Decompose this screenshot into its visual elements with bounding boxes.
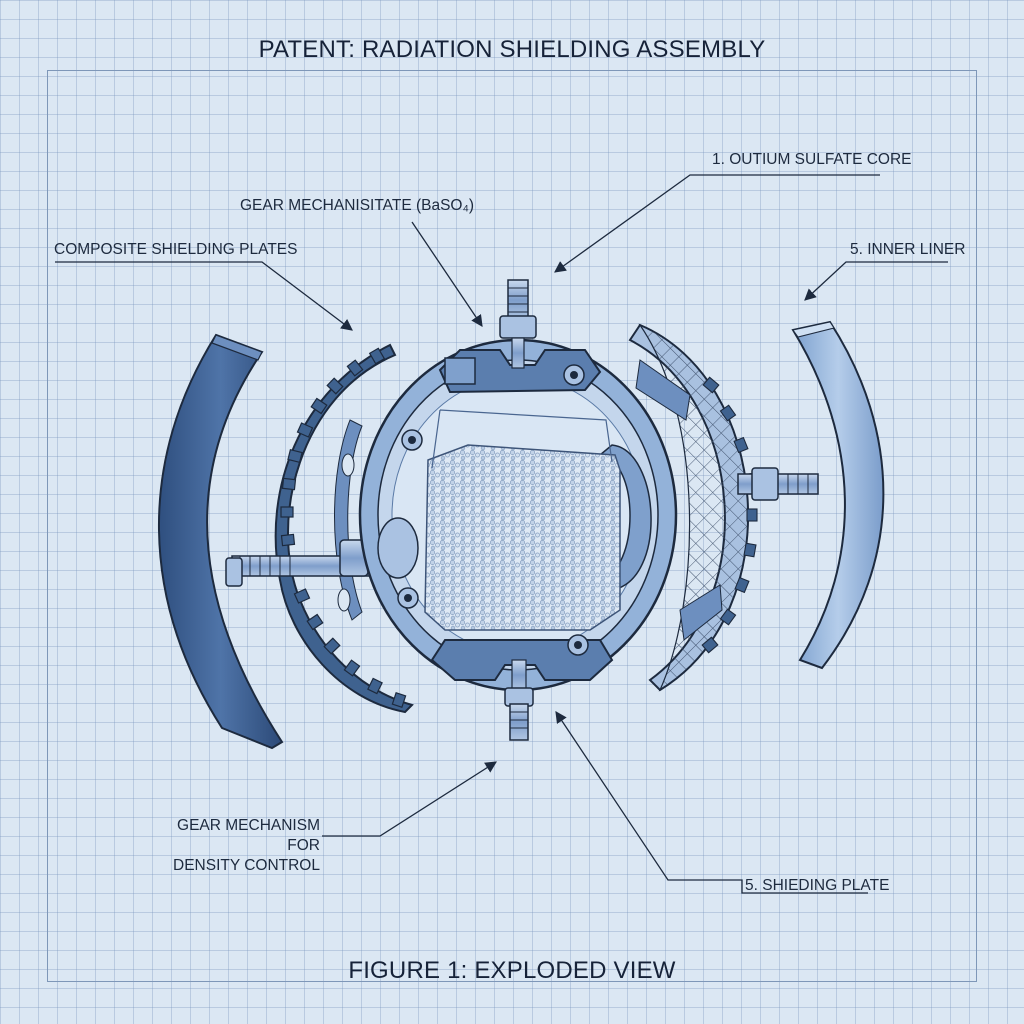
inner-liner [791,320,885,670]
left-axle-bolt [225,539,373,587]
leader-inner-liner [804,261,948,301]
label-gear-bottom-line1: GEAR MECHANISM FOR [177,817,320,854]
top-bolt [499,279,537,369]
label-composite-plates: COMPOSITE SHIELDING PLATES [54,241,298,258]
label-inner-liner: 5. INNER LINER [850,241,966,258]
label-shielding-plate: 5. SHIEDING PLATE [745,877,890,894]
label-core: 1. OUTIUM SULFATE CORE [712,151,912,168]
page-title: PATENT: RADIATION SHIELDING ASSEMBLY [258,36,766,63]
right-mesh-gear [628,323,758,692]
left-gear-teeth [280,347,407,709]
leader-gear-bottom [322,761,497,837]
drawing-frame [47,70,977,982]
left-gear-ring [274,343,414,714]
label-gear-bottom: GEAR MECHANISM FOR DENSITY CONTROL [150,816,320,876]
left-shielding-plate [157,333,284,750]
leader-gear-top [411,221,483,327]
label-gear-bottom-line2: DENSITY CONTROL [173,857,320,874]
right-axle-bolt [737,467,819,501]
figure-caption: FIGURE 1: EXPLODED VIEW [348,957,676,984]
leader-core [554,174,880,273]
bottom-bolt [504,659,534,741]
barium-sulfate-core [424,409,621,631]
leader-shielding-plate [555,711,868,894]
leader-composite [55,261,353,331]
leader-lines [55,174,948,894]
label-gear-top: GEAR MECHANISITATE (BaSO₄) [240,197,474,214]
